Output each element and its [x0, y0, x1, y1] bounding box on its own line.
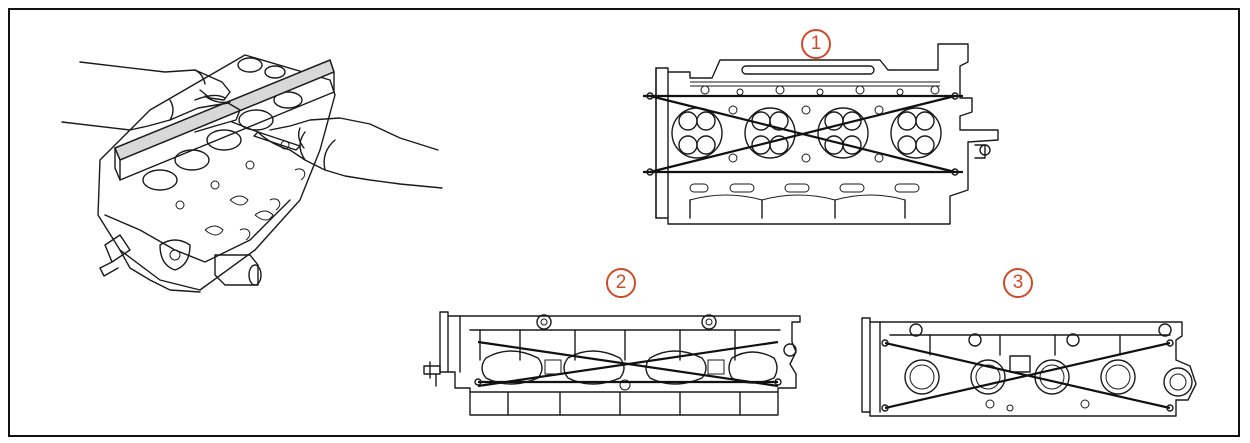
right-hand — [231, 117, 443, 189]
chamber-4 — [890, 107, 942, 159]
flatness-check-illustration — [61, 54, 443, 293]
straightedge — [114, 59, 335, 181]
view-1-block-side — [643, 43, 999, 225]
chamber-2 — [744, 107, 796, 159]
left-hand — [61, 61, 241, 133]
callout-1: 1 — [801, 29, 831, 59]
chamber-1 — [671, 107, 723, 159]
callout-3: 3 — [1003, 268, 1033, 298]
chamber-3 — [817, 107, 869, 159]
view-2-intake-side — [423, 311, 801, 416]
callout-2: 2 — [606, 268, 636, 298]
view-3-exhaust-side — [861, 317, 1197, 417]
cylinder-head-iso — [97, 54, 336, 293]
